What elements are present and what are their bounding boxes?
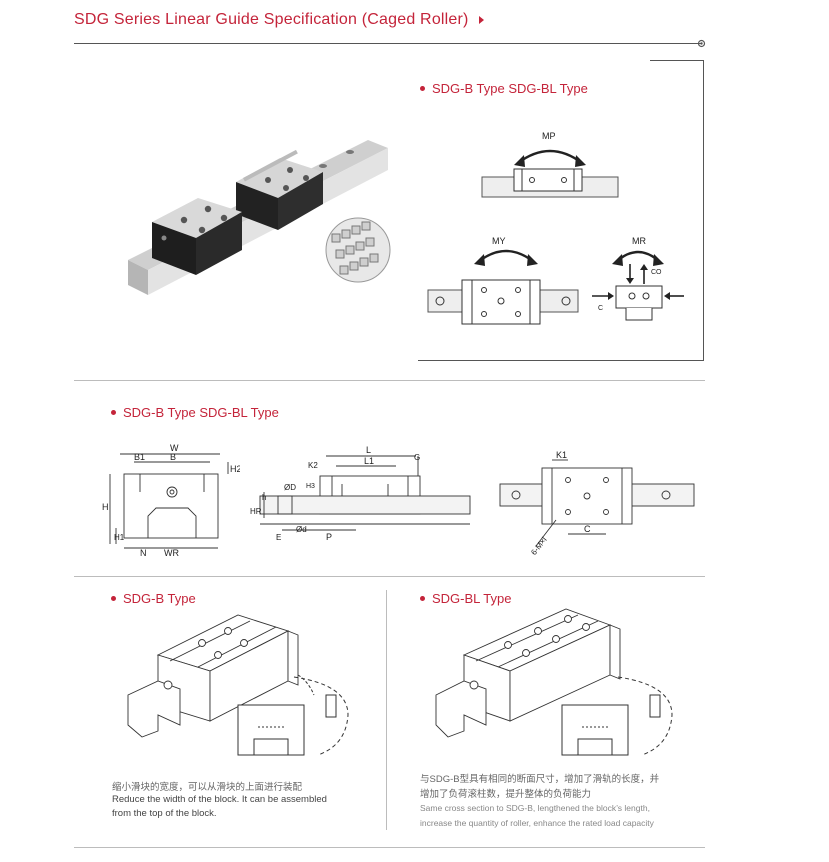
rule-end-dot-icon <box>697 39 706 48</box>
type-heading-bl-text: SDG-BL Type <box>432 591 512 606</box>
sdg-bl-desc-zh-1: 与SDG-B型具有相同的断面尺寸，增加了滑轨的长度，并 <box>420 774 660 785</box>
dim-l1: L1 <box>364 456 374 466</box>
mp-moment-diagram: MP <box>481 131 619 198</box>
sdg-bl-desc-en-1: Same cross section to SDG-B, lengthened … <box>420 803 650 813</box>
sdg-b-desc-en-2: from the top of the block. <box>112 808 217 819</box>
page-title-text: SDG Series Linear Guide Specification (C… <box>74 11 469 28</box>
co-label: CO <box>651 269 662 276</box>
dim-b: B <box>170 452 176 462</box>
dim-b1: B1 <box>134 452 145 462</box>
type-heading-top-text: SDG-B Type SDG-BL Type <box>432 81 588 96</box>
bullet-dot-icon <box>420 86 425 92</box>
product-photo <box>128 140 391 295</box>
dim-n: N <box>140 548 147 558</box>
dim-h-small: h <box>262 493 266 502</box>
column-divider <box>386 590 387 830</box>
dim-k2: K2 <box>308 461 318 470</box>
frame-right <box>703 60 704 361</box>
sdg-bl-illustration <box>435 608 673 756</box>
dim-p: P <box>326 532 332 542</box>
section-divider-1 <box>74 380 705 381</box>
dim-c: C <box>584 524 591 534</box>
c-left-label: C <box>598 305 603 312</box>
frame-bottom <box>418 360 704 361</box>
type-heading-b: SDG-B Type <box>111 591 196 606</box>
dim-k1: K1 <box>556 450 567 460</box>
sdg-b-illustration <box>127 614 349 756</box>
type-heading-top: SDG-B Type SDG-BL Type <box>420 81 588 96</box>
type-heading-b-text: SDG-B Type <box>123 591 196 606</box>
type-heading-dimensions: SDG-B Type SDG-BL Type <box>111 405 279 420</box>
dim-od-small: Ød <box>296 525 307 534</box>
top-view-drawing: K1 C 6-M×l <box>499 450 695 556</box>
sdg-bl-desc-en-2: increase the quantity of roller, enhance… <box>420 818 654 828</box>
dim-l: L <box>366 445 371 455</box>
section-divider-bottom <box>74 847 705 848</box>
caret-right-icon <box>478 15 484 24</box>
dim-wr: WR <box>164 548 179 558</box>
front-view-drawing: W B1 B H2 H H1 N WR <box>102 443 240 558</box>
my-label: MY <box>492 236 506 246</box>
dim-od: ØD <box>284 483 296 492</box>
dim-h2: H2 <box>230 464 240 474</box>
bullet-dot-icon <box>111 410 116 416</box>
dim-hr: HR <box>250 507 262 516</box>
dim-g: G <box>414 453 420 462</box>
sdg-bl-desc-zh-2: 增加了负荷滚柱数，提升整体的负荷能力 <box>420 789 592 800</box>
dim-h3: H3 <box>306 483 315 490</box>
side-view-drawing: L L1 K2 G H3 ØD h HR Ød E P <box>250 445 471 542</box>
type-heading-bl: SDG-BL Type <box>420 591 511 606</box>
bullet-dot-icon <box>111 596 116 602</box>
dim-w: W <box>170 443 179 453</box>
mr-moment-diagram: MR CO C <box>592 236 684 321</box>
type-heading-dimensions-text: SDG-B Type SDG-BL Type <box>123 405 279 420</box>
page-title: SDG Series Linear Guide Specification (C… <box>74 11 484 29</box>
dim-h1: H1 <box>114 533 125 542</box>
sdg-b-desc-zh: 缩小滑块的宽度，可以从滑块的上面进行装配 <box>112 782 303 793</box>
dim-e: E <box>276 533 281 542</box>
mr-label: MR <box>632 236 646 246</box>
dim-thread: 6-M×l <box>529 535 549 556</box>
frame-top <box>650 60 704 61</box>
mp-label: MP <box>542 131 556 141</box>
bullet-dot-icon <box>420 596 425 602</box>
dim-h: H <box>102 502 109 512</box>
sdg-b-desc-en-1: Reduce the width of the block. It can be… <box>112 794 327 805</box>
title-underline <box>74 43 701 44</box>
my-moment-diagram: MY <box>427 236 579 325</box>
section-divider-2 <box>74 576 705 577</box>
